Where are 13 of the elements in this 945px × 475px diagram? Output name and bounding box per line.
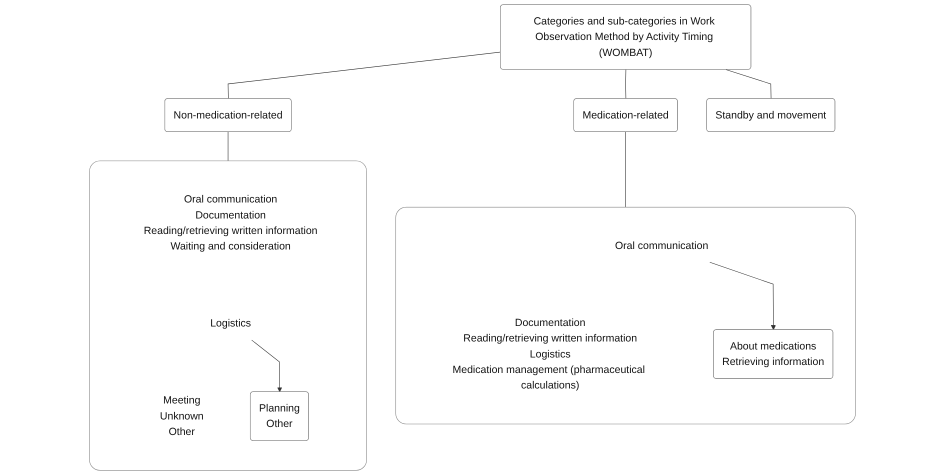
connector — [726, 69, 772, 100]
cluster — [89, 160, 367, 471]
connector — [625, 131, 626, 208]
connector — [228, 52, 501, 100]
node-text: Logistics — [210, 317, 252, 330]
node-text: Oral communication Documentation Reading/retrieving written information Waiting and consideration — [144, 193, 318, 252]
node-text: Documentation Reading/retrieving written information Logistics Medication management (pharmaceutical calculations) — [452, 316, 645, 392]
arrow — [251, 340, 282, 392]
node-text: Oral communication — [615, 240, 708, 252]
connector — [625, 69, 626, 100]
cluster — [395, 206, 856, 424]
node-text: Meeting Unknown Other — [160, 394, 204, 438]
arrow — [710, 262, 776, 330]
